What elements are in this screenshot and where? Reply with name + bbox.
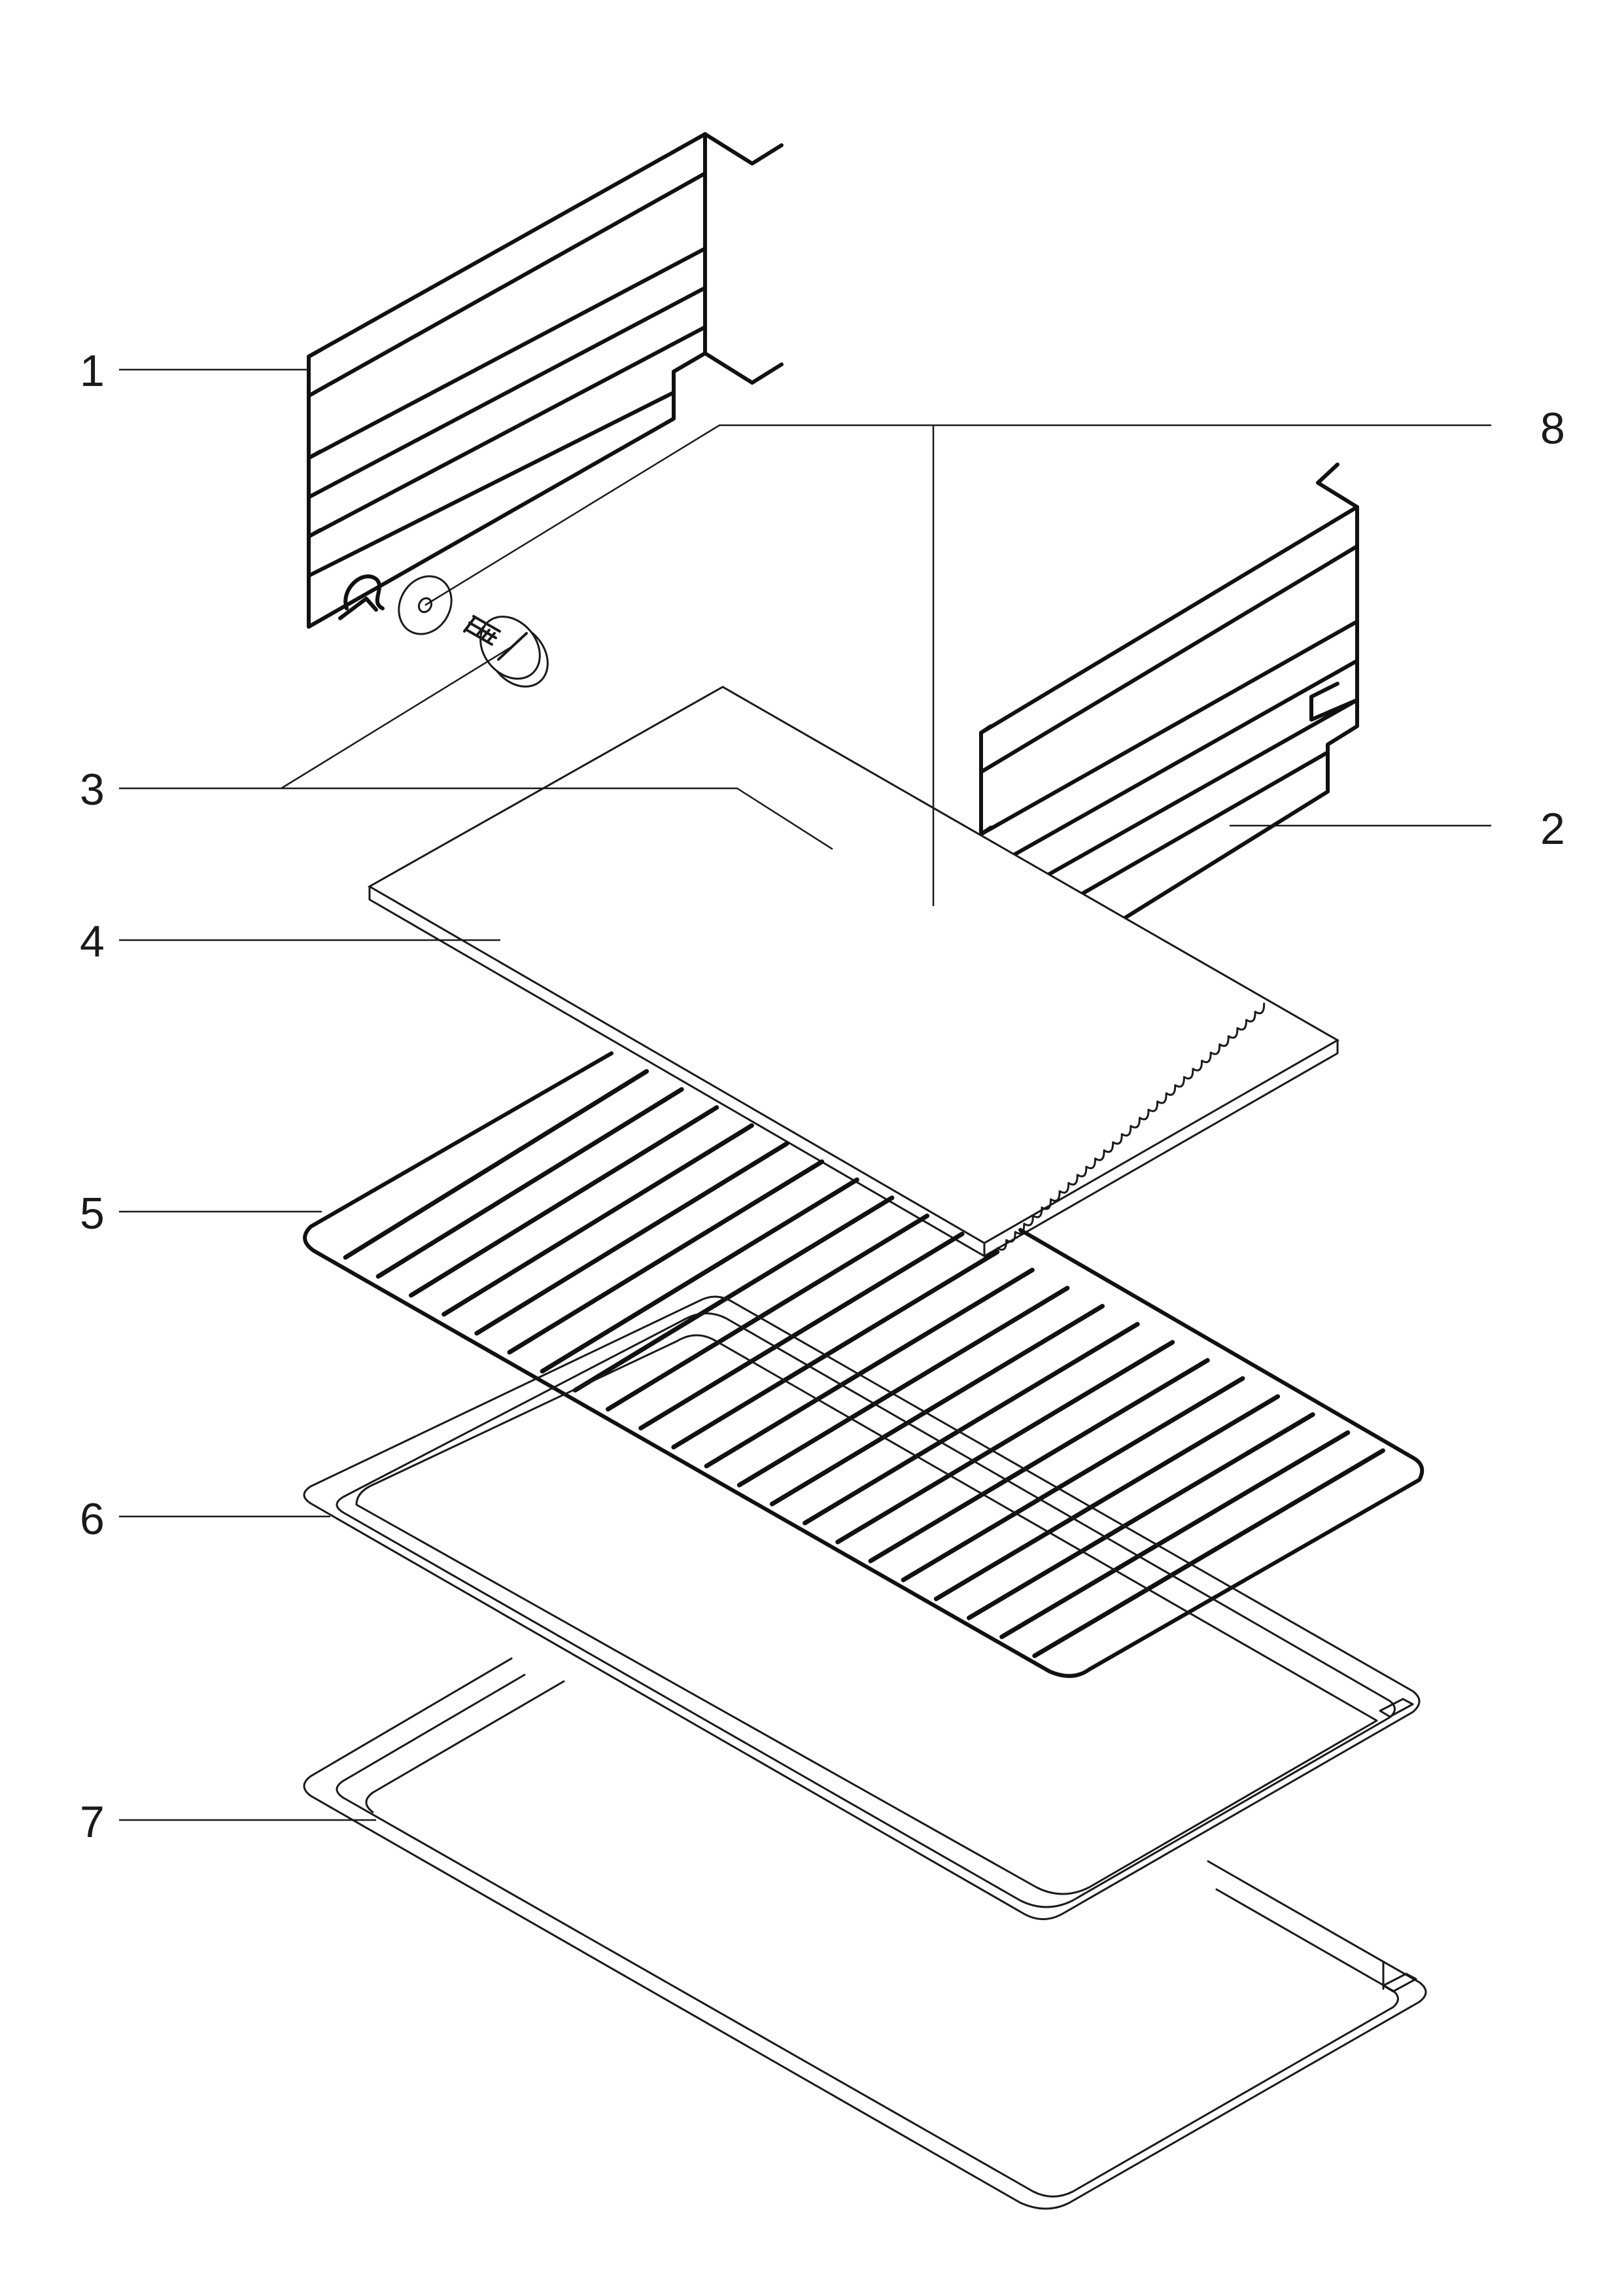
callout-7: 7	[80, 1797, 105, 1847]
callout-4: 4	[80, 917, 105, 966]
rack-bar	[999, 1430, 1351, 1639]
callout-8: 8	[1540, 404, 1565, 453]
leader-3	[119, 787, 833, 850]
rack-bar	[540, 1177, 859, 1374]
rack-bar	[967, 1412, 1315, 1621]
callout-3: 3	[80, 765, 105, 815]
part-3-screw-left	[463, 615, 549, 688]
rack-bar	[868, 1358, 1210, 1564]
callout-1: 1	[80, 346, 105, 396]
part-1-left-rail	[307, 132, 784, 629]
callout-labels: 1 2 3 4 5 6 7 8	[80, 346, 1565, 1847]
rack-bar	[803, 1322, 1140, 1526]
part-5-grill-rack	[303, 1051, 1425, 1678]
rack-bar	[638, 1231, 965, 1431]
part-7-flat-tray	[303, 1657, 1427, 2210]
leader-8	[424, 424, 1491, 606]
callout-6: 6	[80, 1494, 105, 1544]
rack-bar	[441, 1123, 754, 1317]
rack-bar	[572, 1195, 895, 1393]
rack-bar	[769, 1304, 1105, 1507]
callout-2: 2	[1540, 804, 1565, 854]
rack-bar	[704, 1267, 1035, 1469]
rack-bar	[343, 1069, 649, 1260]
callout-5: 5	[80, 1189, 105, 1238]
part-4-plate	[367, 686, 1340, 1257]
rack-bar	[375, 1087, 684, 1279]
rack-bar	[835, 1340, 1175, 1545]
rack-bar	[606, 1214, 929, 1412]
rack-bar	[736, 1286, 1070, 1488]
rack-bar	[901, 1376, 1245, 1583]
rack-bar	[671, 1250, 1000, 1450]
rack-bar	[1032, 1448, 1385, 1658]
rack-bar	[474, 1141, 789, 1336]
leader-3-branch	[281, 646, 511, 790]
rack-bar	[507, 1159, 825, 1355]
part-6-baking-tray	[303, 1295, 1421, 1920]
leader-lines	[119, 368, 1491, 1821]
rack-bar	[933, 1394, 1281, 1602]
rack-bar	[409, 1105, 719, 1298]
